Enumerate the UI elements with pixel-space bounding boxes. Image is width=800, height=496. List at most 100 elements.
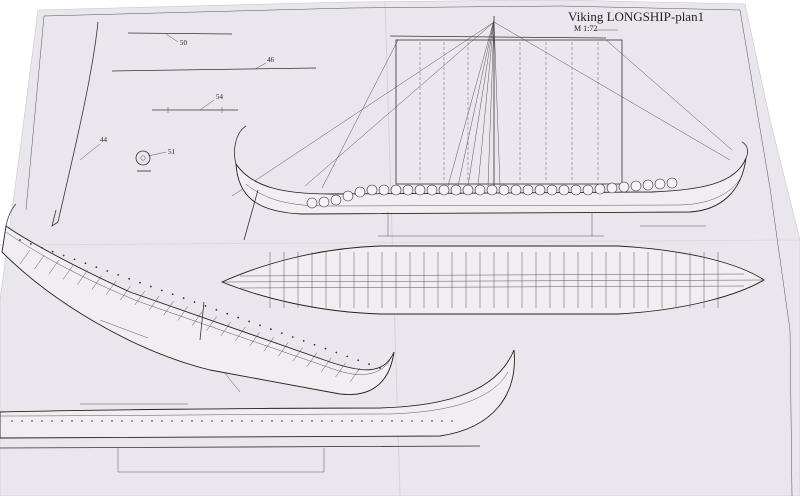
- part-46-rod: [111, 67, 317, 72]
- side-elevation: [231, 16, 749, 241]
- oar-port: [19, 239, 21, 241]
- perspective-frame: [120, 285, 131, 301]
- profile-rivet: [231, 420, 233, 422]
- profile-rivet: [221, 420, 223, 422]
- profile-rivet: [321, 420, 323, 422]
- profile-rivet: [131, 420, 133, 422]
- perspective-frame: [34, 254, 45, 270]
- perspective-stands: [99, 319, 241, 393]
- part-46-label: 46: [267, 56, 275, 64]
- oar-port: [30, 242, 32, 245]
- perspective-view: [1, 203, 395, 396]
- profile-rivet: [371, 420, 373, 422]
- bow-post: [741, 141, 749, 159]
- profile-rivet: [351, 420, 353, 422]
- perspective-frame: [263, 337, 275, 352]
- perspective-frame: [235, 326, 246, 342]
- perspective-mast-stub: [199, 301, 205, 341]
- profile-rivet: [271, 420, 273, 422]
- profile-rivet: [411, 420, 413, 422]
- part-44-leader: [79, 143, 101, 161]
- oar-port: [291, 336, 294, 338]
- perspective-frame: [48, 260, 59, 275]
- profile-rivet: [181, 420, 183, 422]
- oar-port: [357, 359, 360, 362]
- profile-rivet: [441, 420, 443, 422]
- profile-rivet: [141, 420, 143, 422]
- profile-keel: [0, 445, 481, 449]
- oar-port: [182, 297, 185, 300]
- part-50-leader: [165, 33, 179, 43]
- oar-port: [324, 347, 327, 350]
- profile-rivet: [381, 420, 383, 422]
- part-54-leader: [199, 99, 215, 111]
- profile-rivet: [201, 420, 203, 422]
- perspective-frame: [19, 249, 31, 265]
- profile-rivet: [21, 420, 23, 422]
- profile-rivet: [81, 420, 83, 422]
- oar-port: [160, 289, 163, 292]
- part-51-shield: [135, 150, 151, 166]
- profile-rivet: [311, 420, 313, 422]
- plan-title: Viking LONGSHIP-plan1: [568, 9, 704, 24]
- oar-port: [226, 312, 229, 315]
- perspective-frame: [191, 311, 203, 326]
- profile-rivet: [361, 420, 363, 422]
- perspective-frame: [292, 347, 303, 362]
- part-51-shield-boss: [140, 155, 146, 161]
- side-hull: [235, 157, 747, 215]
- perspective-frame: [306, 352, 318, 367]
- oar-port: [84, 262, 87, 265]
- perspective-frame: [206, 316, 217, 331]
- perspective-frame: [177, 306, 189, 321]
- profile-rivet: [171, 420, 173, 422]
- oar-port: [313, 343, 316, 346]
- oar-port: [106, 270, 109, 272]
- oar-port: [379, 367, 381, 369]
- oar-port: [280, 332, 283, 334]
- perspective-frame: [249, 331, 260, 347]
- profile-rivet: [11, 420, 13, 422]
- oar-port: [193, 301, 196, 303]
- profile-rivet: [251, 420, 253, 422]
- oar-port: [259, 324, 261, 327]
- profile-rivet: [291, 420, 293, 422]
- centerline: [221, 279, 765, 283]
- profile-rivet: [31, 420, 33, 422]
- oar-port: [346, 355, 349, 358]
- oar-port: [215, 308, 218, 311]
- perspective-frame: [134, 290, 145, 306]
- profile-rivet: [91, 420, 93, 422]
- profile-rivet: [211, 420, 213, 422]
- profile-rivet: [191, 420, 193, 422]
- part-50-rod: [127, 32, 233, 35]
- oar-port: [40, 246, 43, 249]
- perspective-frame: [163, 301, 174, 316]
- shrouds: [231, 19, 733, 197]
- oar-port: [335, 351, 338, 354]
- plan-view: [220, 245, 765, 315]
- perspective-frame: [91, 275, 102, 290]
- oar-port: [368, 363, 370, 366]
- part-54-label: 54: [216, 93, 224, 101]
- profile-rivet: [301, 420, 303, 422]
- profile-rivet: [51, 420, 53, 422]
- oar-port: [95, 266, 98, 269]
- part-44-label: 44: [100, 136, 108, 144]
- profile-top-line: [0, 371, 509, 417]
- perspective-frame: [62, 265, 74, 280]
- part-51-label: 51: [168, 148, 176, 156]
- profile-rivet: [341, 420, 343, 422]
- profile-rivet: [331, 420, 333, 422]
- profile-rivet: [391, 420, 393, 422]
- shield-row: [306, 177, 678, 209]
- part-50-label: 50: [180, 39, 188, 47]
- plan-scale: M 1:72: [574, 24, 597, 33]
- profile-rivet: [41, 420, 43, 422]
- perspective-frame: [220, 321, 232, 336]
- profile-view: [0, 349, 515, 473]
- profile-rivet: [281, 420, 283, 422]
- profile-rivet: [401, 420, 403, 422]
- profile-rivet: [421, 420, 423, 422]
- part-46-leader: [254, 62, 267, 70]
